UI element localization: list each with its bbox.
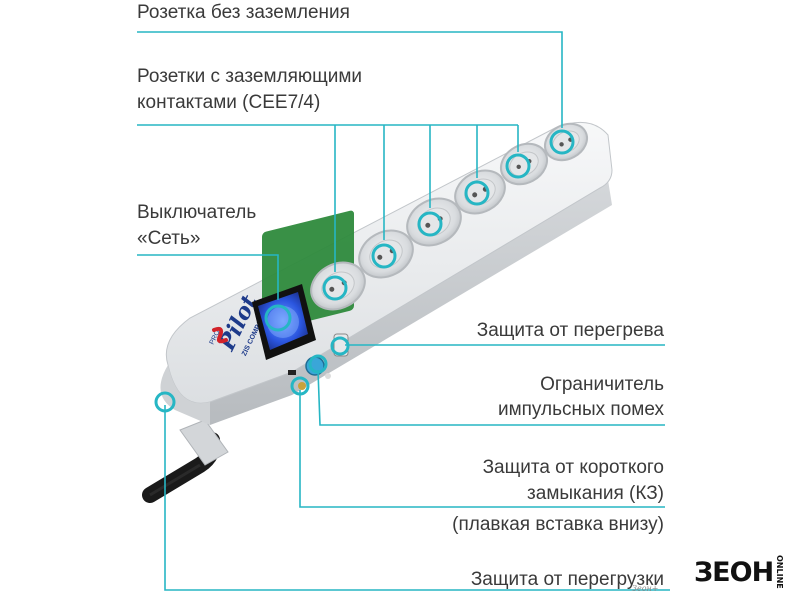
callout-ungrounded-line xyxy=(137,31,563,128)
label-overload: Защита от перегрузки xyxy=(470,569,664,590)
label-surge-line1: Ограничитель xyxy=(540,374,664,395)
ring-icon xyxy=(322,275,348,301)
logo-text: ЗЕОН xyxy=(694,556,774,588)
print-red-mark xyxy=(212,326,228,344)
callout-short-circuit-line xyxy=(299,390,665,508)
ring-icon xyxy=(464,180,490,206)
ring-icon xyxy=(371,243,397,269)
ring-icon xyxy=(505,153,531,179)
cable-strain-relief xyxy=(179,419,229,466)
label-switch-line2: «Сеть» xyxy=(137,228,201,249)
watermark-text: Зеон+ xyxy=(632,584,659,593)
socket-row xyxy=(310,122,589,311)
label-grounded-sockets-line1: Розетки с заземляющими xyxy=(137,66,363,87)
label-overheat: Защита от перегрева xyxy=(476,320,664,341)
label-short-circuit-line2: замыкания (КЗ) xyxy=(527,483,664,504)
ring-icon xyxy=(330,336,350,356)
logo-side-text: ONLINE xyxy=(775,555,785,589)
label-switch-line1: Выключатель xyxy=(137,202,257,223)
zeon-logo: ЗЕОН ONLINE xyxy=(694,555,785,589)
ring-icon xyxy=(308,354,328,374)
ring-icon xyxy=(417,211,443,237)
label-short-circuit-line1: Защита от короткого xyxy=(482,457,664,478)
callout-surge-line xyxy=(317,369,665,426)
label-surge-line2: импульсных помех xyxy=(497,399,664,420)
ring-icon xyxy=(290,376,310,396)
socket-3 xyxy=(406,197,462,247)
strip-end-cap xyxy=(160,365,210,425)
ring-icon xyxy=(549,129,575,155)
callout-switch-line xyxy=(137,254,279,300)
callout-markers xyxy=(154,129,575,413)
label-fuse-note: (плавкая вставка внизу) xyxy=(452,514,664,535)
ring-icon xyxy=(154,391,176,413)
ring-icon xyxy=(264,304,292,332)
label-ungrounded-socket: Розетка без заземления xyxy=(137,2,350,23)
callout-overload-line xyxy=(164,405,670,591)
label-grounded-sockets-line2: контактами (CEE7/4) xyxy=(137,92,321,113)
switch-glow xyxy=(267,306,299,338)
callout-lines xyxy=(137,31,670,591)
